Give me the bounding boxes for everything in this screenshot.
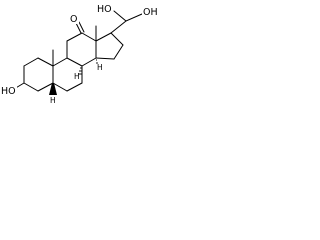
ketone-oxygen-label: O bbox=[70, 14, 77, 25]
ring-b bbox=[52, 57, 83, 92]
hydroxyl-bottom-left-label: HO bbox=[1, 86, 16, 97]
ring-a bbox=[23, 57, 54, 92]
methyl-groups bbox=[52, 25, 97, 67]
ring-c bbox=[66, 32, 97, 67]
stereo-h-ring-a-label: H bbox=[50, 96, 56, 105]
hydroxyl-top-left-label: HO bbox=[97, 4, 112, 15]
stereo-bonds bbox=[49, 59, 98, 95]
stereo-h-ring-bc-label: H bbox=[74, 72, 80, 81]
structural-formula: O HO OH HO H H H bbox=[0, 0, 178, 117]
atom-labels: O HO OH HO H H H bbox=[0, 3, 159, 105]
molecule-drawing: O HO OH HO H H H bbox=[0, 3, 159, 105]
hydroxyl-top-right-label: OH bbox=[143, 7, 158, 18]
stereo-h-ring-cd-label: H bbox=[97, 63, 103, 72]
ketone-group bbox=[75, 21, 85, 34]
ring-d bbox=[95, 32, 124, 60]
side-chain bbox=[110, 10, 143, 34]
